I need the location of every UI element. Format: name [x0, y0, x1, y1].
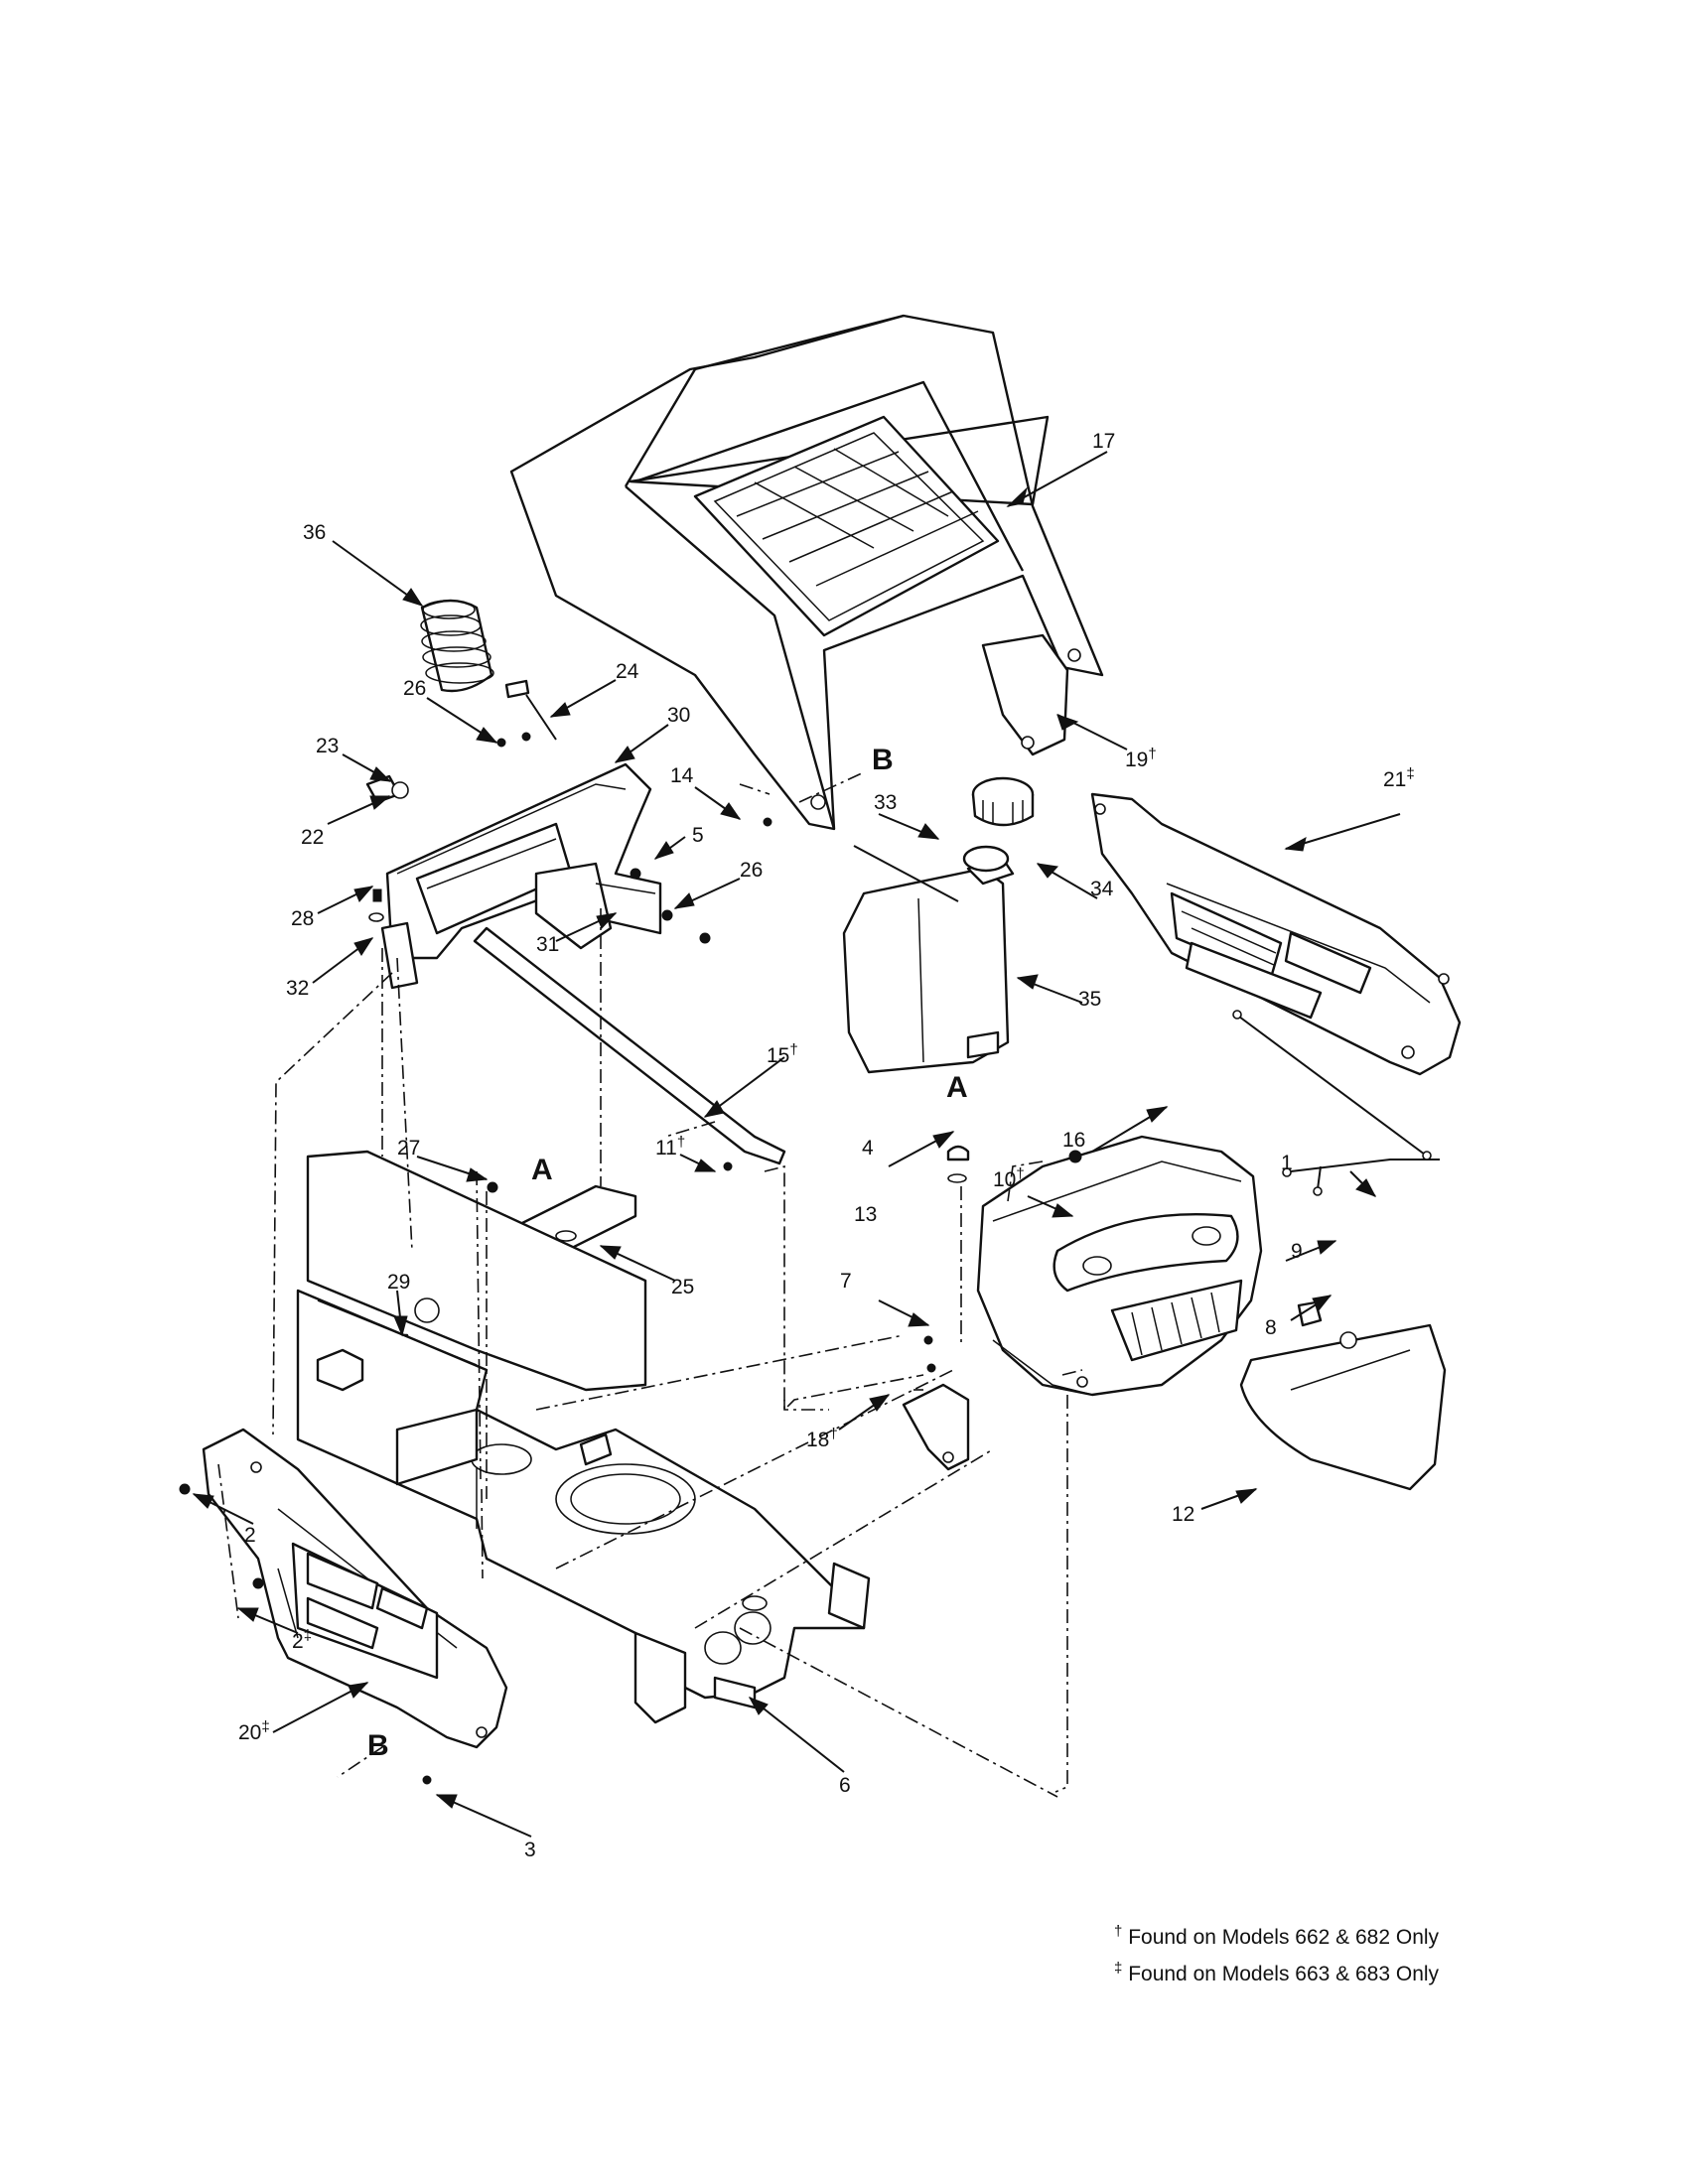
callout-10: 10† — [993, 1165, 1025, 1191]
grille-nose-part — [976, 1135, 1263, 1397]
callout-27: 27 — [397, 1137, 420, 1160]
callout-26-right: 26 — [740, 859, 763, 882]
section-mark-b-bumper: B — [367, 1729, 389, 1762]
callout-21: 21‡ — [1383, 765, 1415, 791]
callout-28: 28 — [291, 907, 314, 930]
hood-part — [509, 314, 1104, 831]
callout-29: 29 — [387, 1271, 410, 1294]
fuel-tank-part — [842, 776, 1035, 1074]
callout-23: 23 — [316, 735, 339, 757]
callout-14: 14 — [670, 764, 694, 787]
section-mark-a-tank: A — [946, 1071, 968, 1104]
dash-panel-part — [380, 762, 662, 990]
callout-8: 8 — [1265, 1316, 1277, 1339]
callout-labels: 17 19† 21‡ 34 35 33 1 9 8 12 16 10† 4 13… — [238, 430, 1415, 1861]
front-bumper-part — [202, 1428, 508, 1749]
callout-7: 7 — [840, 1270, 852, 1293]
section-mark-a-frame: A — [531, 1154, 553, 1186]
section-mark-b-hood: B — [872, 744, 894, 776]
callout-25: 25 — [671, 1276, 694, 1298]
callout-5: 5 — [692, 824, 704, 847]
callout-19: 19† — [1125, 746, 1157, 771]
callout-30: 30 — [667, 704, 690, 727]
callout-16: 16 — [1062, 1129, 1085, 1152]
callout-17: 17 — [1092, 430, 1115, 453]
wire-harness-part — [1232, 1010, 1440, 1196]
callout-3: 3 — [524, 1839, 536, 1861]
callout-15: 15† — [767, 1041, 798, 1067]
callout-36: 36 — [303, 521, 326, 544]
legend-row-double-dagger: ‡ Found on Models 663 & 683 Only — [1114, 1960, 1440, 1985]
section-markers: A A B B — [367, 744, 968, 1762]
callout-4: 4 — [862, 1137, 874, 1160]
legend-row-dagger: † Found on Models 662 & 682 Only — [1114, 1923, 1440, 1949]
callout-12: 12 — [1172, 1503, 1194, 1526]
callout-9: 9 — [1291, 1240, 1303, 1263]
callout-13: 13 — [854, 1203, 877, 1226]
chassis-frame-part — [296, 1150, 871, 1724]
callout-2-lower: 2‡ — [292, 1627, 312, 1653]
steering-boot-part — [420, 599, 494, 693]
callout-6: 6 — [839, 1774, 851, 1797]
callout-34: 34 — [1090, 878, 1114, 900]
assembly-guide-lines — [217, 771, 1083, 1798]
callout-11: 11† — [655, 1134, 685, 1160]
headlight-lens-part — [1239, 1323, 1447, 1491]
callout-22: 22 — [301, 826, 324, 849]
callout-32: 32 — [286, 977, 309, 1000]
callout-1: 1 — [1281, 1152, 1293, 1174]
callout-arrowheads — [192, 486, 1377, 1809]
callout-35: 35 — [1078, 988, 1101, 1011]
bracket-18-part — [902, 1383, 970, 1471]
model-legend: † Found on Models 662 & 682 Only ‡ Found… — [1114, 1916, 1439, 1989]
callout-31: 31 — [536, 933, 559, 956]
callout-24: 24 — [616, 660, 639, 683]
support-rod-part — [473, 926, 786, 1165]
callout-26-left: 26 — [403, 677, 426, 700]
callout-33: 33 — [874, 791, 897, 814]
side-panel-part — [1090, 792, 1462, 1076]
callout-18: 18† — [806, 1426, 838, 1451]
callout-2-upper: 2 — [244, 1524, 256, 1547]
callout-20: 20‡ — [238, 1718, 270, 1744]
